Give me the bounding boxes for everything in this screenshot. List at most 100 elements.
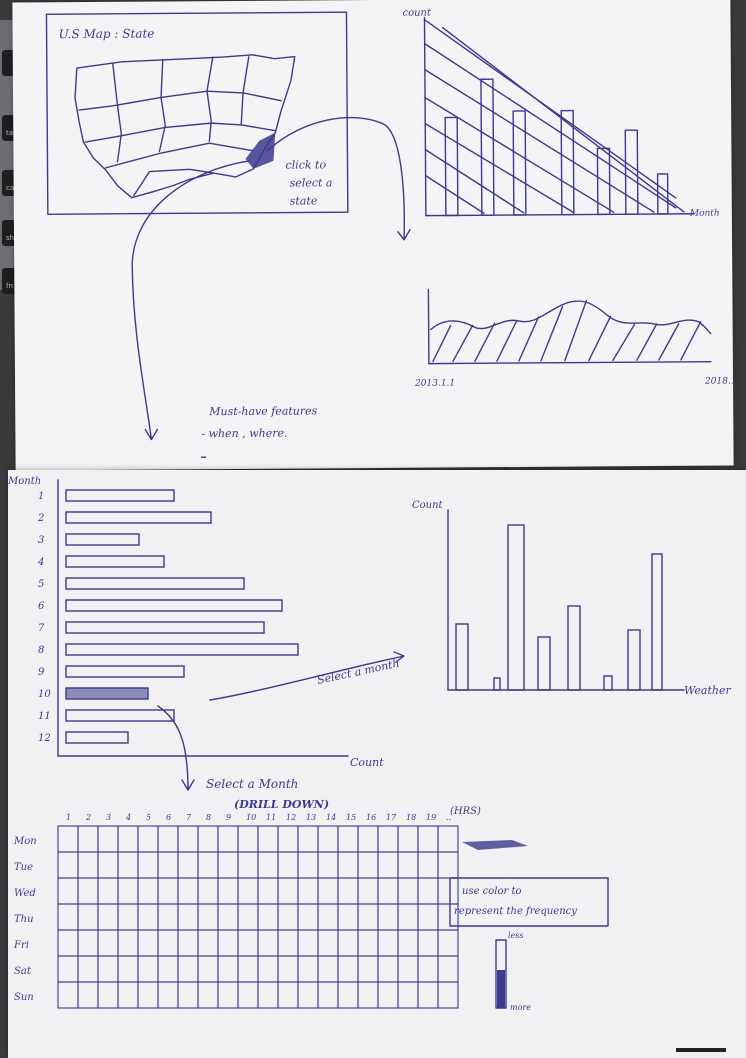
heatmap-cell[interactable]	[137, 981, 159, 1009]
heatmap-cell[interactable]	[257, 903, 279, 931]
heatmap-cell[interactable]	[377, 903, 399, 931]
heatmap-cell[interactable]	[297, 851, 319, 879]
heatmap-cell[interactable]	[337, 851, 359, 879]
heatmap-cell[interactable]	[77, 825, 99, 853]
heatmap-cell[interactable]	[277, 877, 299, 905]
heatmap-cell[interactable]	[117, 903, 139, 931]
heatmap-cell[interactable]	[97, 955, 119, 983]
heatmap-cell[interactable]	[297, 825, 319, 853]
heatmap-cell[interactable]	[377, 825, 399, 853]
heatmap-cell[interactable]	[157, 955, 179, 983]
heatmap-cell[interactable]	[417, 929, 439, 957]
heatmap-cell[interactable]	[97, 825, 119, 853]
heatmap-cell[interactable]	[137, 825, 159, 853]
heatmap-cell[interactable]	[237, 981, 259, 1009]
heatmap-cell[interactable]	[397, 955, 419, 983]
trend-bar[interactable]	[512, 110, 527, 216]
heatmap-cell[interactable]	[57, 955, 79, 983]
heatmap-cell[interactable]	[357, 903, 379, 931]
heatmap-cell[interactable]	[317, 929, 339, 957]
heatmap-cell[interactable]	[397, 877, 419, 905]
heatmap-cell[interactable]	[397, 851, 419, 879]
heatmap-cell[interactable]	[357, 877, 379, 905]
heatmap-cell[interactable]	[297, 877, 319, 905]
heatmap-cell[interactable]	[417, 903, 439, 931]
heatmap-cell[interactable]	[77, 903, 99, 931]
heatmap-cell[interactable]	[277, 955, 299, 983]
heatmap-cell[interactable]	[357, 981, 379, 1009]
heatmap-cell[interactable]	[137, 955, 159, 983]
heatmap-cell[interactable]	[257, 929, 279, 957]
heatmap-cell[interactable]	[197, 903, 219, 931]
heatmap-cell[interactable]	[57, 903, 79, 931]
heatmap-cell[interactable]	[217, 955, 239, 983]
heatmap-cell[interactable]	[377, 955, 399, 983]
trend-bar[interactable]	[444, 116, 459, 217]
heatmap-cell[interactable]	[337, 903, 359, 931]
heatmap-cell[interactable]	[257, 825, 279, 853]
trend-bar[interactable]	[480, 78, 495, 216]
heatmap-cell[interactable]	[437, 929, 459, 957]
heatmap-cell[interactable]	[77, 955, 99, 983]
heatmap-cell[interactable]	[217, 825, 239, 853]
heatmap-cell[interactable]	[117, 851, 139, 879]
heatmap-cell[interactable]	[157, 903, 179, 931]
heatmap-cell[interactable]	[77, 929, 99, 957]
heatmap-cell[interactable]	[177, 981, 199, 1009]
heatmap-cell[interactable]	[277, 929, 299, 957]
heatmap-cell[interactable]	[317, 851, 339, 879]
heatmap-cell[interactable]	[217, 929, 239, 957]
heatmap-cell[interactable]	[157, 981, 179, 1009]
month-bar[interactable]	[65, 577, 245, 590]
weather-bar[interactable]	[567, 605, 581, 691]
month-bar[interactable]	[65, 489, 175, 502]
heatmap-cell[interactable]	[117, 929, 139, 957]
month-bar[interactable]	[65, 731, 129, 744]
month-bar[interactable]	[65, 511, 212, 524]
heatmap-cell[interactable]	[197, 825, 219, 853]
heatmap-cell[interactable]	[217, 877, 239, 905]
heatmap-cell[interactable]	[97, 877, 119, 905]
heatmap-cell[interactable]	[437, 981, 459, 1009]
heatmap-cell[interactable]	[57, 929, 79, 957]
heatmap-cell[interactable]	[417, 877, 439, 905]
heatmap-cell[interactable]	[177, 877, 199, 905]
heatmap-cell[interactable]	[97, 981, 119, 1009]
heatmap-cell[interactable]	[317, 903, 339, 931]
weather-bar[interactable]	[507, 524, 525, 691]
heatmap-cell[interactable]	[237, 903, 259, 931]
selected-state[interactable]	[245, 132, 276, 169]
heatmap-cell[interactable]	[217, 851, 239, 879]
heatmap-cell[interactable]	[217, 981, 239, 1009]
heatmap-cell[interactable]	[317, 825, 339, 853]
weather-bar[interactable]	[537, 636, 551, 691]
heatmap-cell[interactable]	[277, 851, 299, 879]
heatmap-cell[interactable]	[437, 825, 459, 853]
month-bar[interactable]	[65, 709, 175, 722]
heatmap-cell[interactable]	[397, 929, 419, 957]
heatmap-cell[interactable]	[357, 851, 379, 879]
heatmap-cell[interactable]	[277, 981, 299, 1009]
heatmap-cell[interactable]	[297, 903, 319, 931]
month-bar[interactable]	[65, 533, 140, 546]
heatmap-cell[interactable]	[297, 981, 319, 1009]
heatmap-cell[interactable]	[77, 877, 99, 905]
heatmap-cell[interactable]	[437, 955, 459, 983]
us-map-outline[interactable]	[74, 54, 296, 199]
heatmap-cell[interactable]	[337, 877, 359, 905]
trend-bar[interactable]	[596, 147, 611, 216]
heatmap-cell[interactable]	[137, 903, 159, 931]
heatmap-cell[interactable]	[117, 955, 139, 983]
heatmap-cell[interactable]	[77, 981, 99, 1009]
heatmap-cell[interactable]	[177, 955, 199, 983]
heatmap-cell[interactable]	[177, 903, 199, 931]
heatmap-cell[interactable]	[137, 851, 159, 879]
heatmap-cell[interactable]	[177, 825, 199, 853]
heatmap-cell[interactable]	[157, 851, 179, 879]
heatmap-cell[interactable]	[197, 955, 219, 983]
heatmap-cell[interactable]	[57, 825, 79, 853]
heatmap-cell[interactable]	[197, 981, 219, 1009]
heatmap-cell[interactable]	[177, 929, 199, 957]
trend-bar[interactable]	[624, 129, 639, 215]
heatmap-cell[interactable]	[337, 929, 359, 957]
